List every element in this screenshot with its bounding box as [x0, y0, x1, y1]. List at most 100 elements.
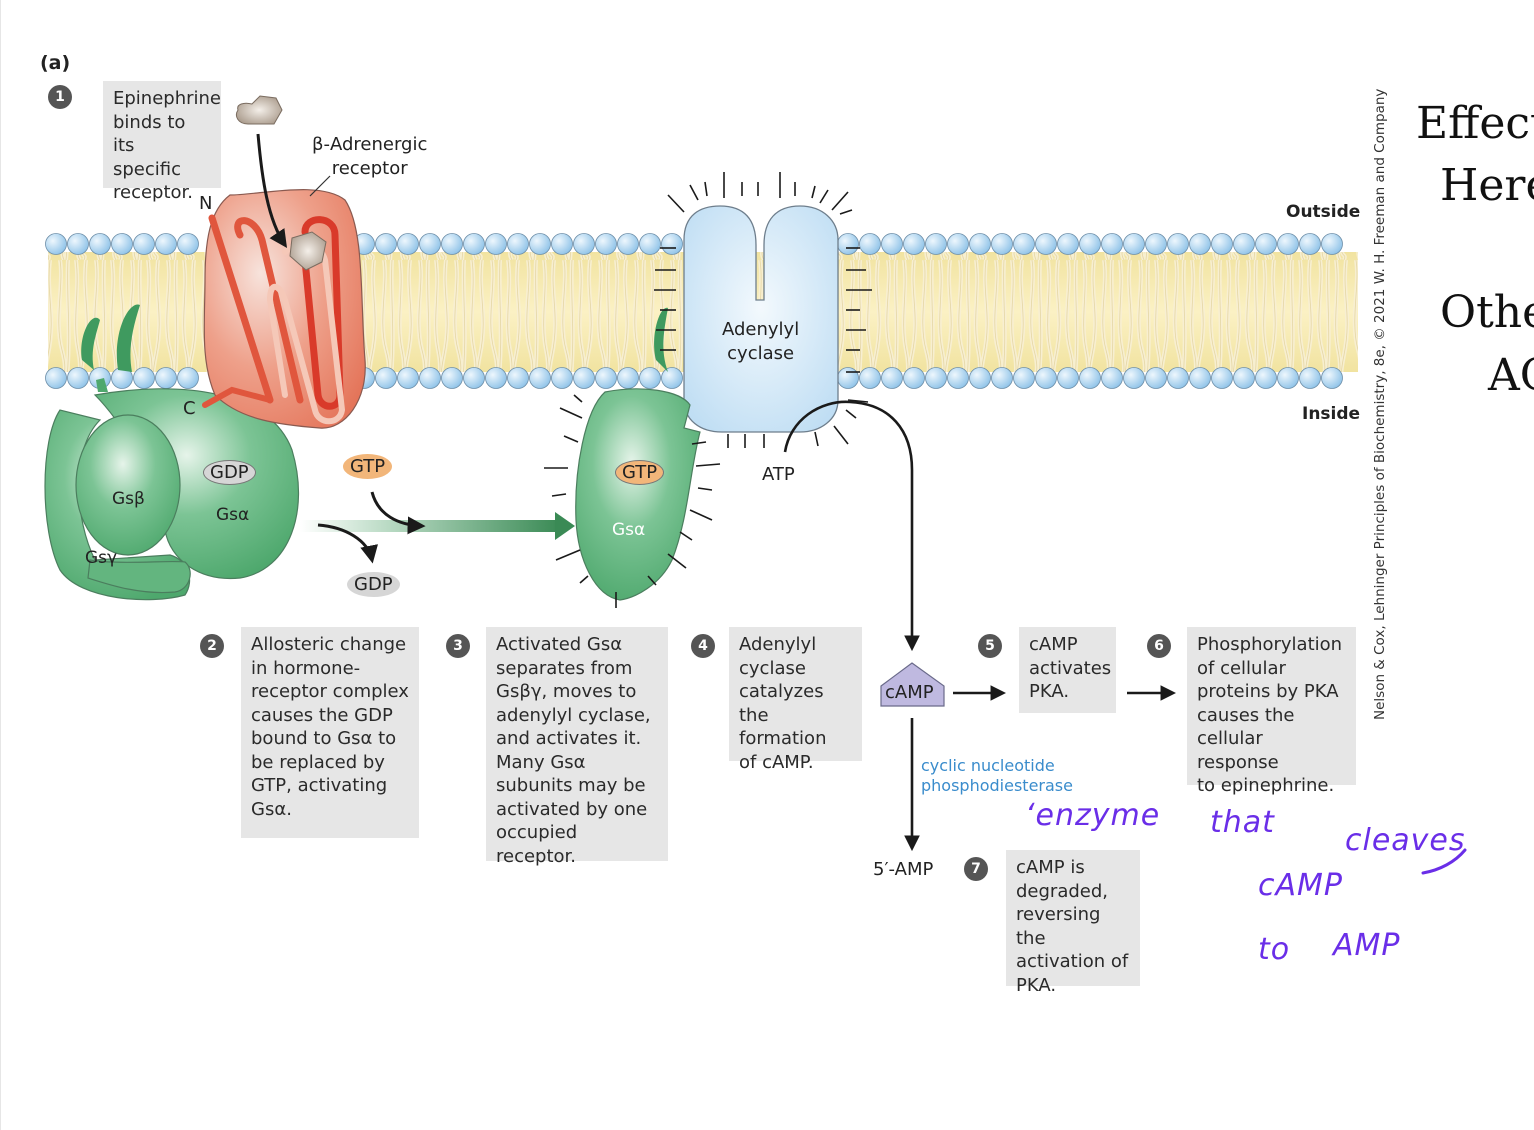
step-2-text: Allosteric change in hormone- receptor c…	[241, 627, 419, 838]
lipid-head	[463, 233, 485, 255]
step-4-marker: 4	[691, 634, 715, 658]
lipid-head	[1277, 367, 1299, 389]
g-alpha-activated	[575, 388, 701, 601]
lipid-head	[1123, 367, 1145, 389]
lipid-head	[419, 233, 441, 255]
lipid-head	[1057, 367, 1079, 389]
lipid-head	[89, 233, 111, 255]
lipid-head	[617, 233, 639, 255]
handwriting-to: to	[1258, 932, 1291, 967]
adenylyl-cyclase-label: Adenylyl cyclase	[722, 319, 800, 364]
handwriting-amp: AMP	[1333, 928, 1401, 963]
lipid-head	[595, 233, 617, 255]
gtp-in-arrow	[370, 491, 426, 535]
lipid-head	[573, 233, 595, 255]
lipid-head	[507, 367, 529, 389]
lipid-head	[177, 367, 199, 389]
step-4-text: Adenylyl cyclase catalyzes the formation…	[729, 627, 862, 773]
gdp-bound-badge: GDP	[203, 460, 256, 485]
g-beta-subunit	[75, 414, 181, 556]
activity-ray	[819, 189, 829, 204]
activity-ray	[555, 549, 581, 561]
lipid-head	[837, 233, 859, 255]
g-gamma-label: Gsγ	[85, 548, 118, 568]
activity-ray	[559, 407, 583, 419]
activity-ray	[695, 463, 721, 467]
lipid-head	[1233, 233, 1255, 255]
lipid-head	[969, 367, 991, 389]
lipid-head	[419, 367, 441, 389]
step-1-marker: 1	[48, 85, 72, 109]
lipid-head	[397, 367, 419, 389]
lipid-head	[1079, 233, 1101, 255]
slide-text-line-1: Effect	[1416, 98, 1534, 149]
panel-label: (a)	[40, 52, 71, 74]
handwriting-enzyme: ‘enzyme	[1025, 798, 1161, 833]
lipid-head	[925, 367, 947, 389]
handwriting-camp: cAMP	[1258, 868, 1343, 903]
activity-ray	[839, 209, 853, 215]
figure-credit: Nelson & Cox, Lehninger Principles of Bi…	[1372, 88, 1388, 720]
lipid-head	[881, 367, 903, 389]
epinephrine-bound	[289, 231, 327, 271]
slide-text-line-4: AC	[1488, 350, 1534, 401]
lipid-head	[903, 367, 925, 389]
lipid-head	[507, 233, 529, 255]
activity-ray	[833, 425, 849, 445]
lipid-head	[45, 367, 67, 389]
lipid-head	[925, 233, 947, 255]
phosphodiesterase-label: cyclic nucleotide phosphodiesterase	[921, 756, 1073, 795]
lipid-head	[441, 367, 463, 389]
lipid-head	[155, 367, 177, 389]
slide-text-line-2: Here	[1440, 160, 1534, 211]
gtp-bound-badge: GTP	[615, 460, 665, 485]
step-5-text: cAMP activates PKA.	[1019, 627, 1116, 713]
activity-ray	[579, 575, 589, 584]
activation-arrow-shaft	[300, 520, 560, 532]
g-alpha-label: Gsα	[216, 505, 250, 525]
lipid-head	[67, 233, 89, 255]
adenylyl-cyclase	[683, 205, 839, 433]
activity-ray	[573, 394, 583, 403]
lipid-head	[661, 367, 683, 389]
activity-ray	[551, 493, 567, 497]
activity-ray	[704, 181, 708, 197]
lipid-head	[1035, 367, 1057, 389]
lipid-head	[155, 233, 177, 255]
step-6-marker: 6	[1147, 634, 1171, 658]
lipid-head	[903, 233, 925, 255]
lipid-head	[617, 367, 639, 389]
n-terminus-label: N	[199, 193, 213, 214]
lipid-head	[881, 233, 903, 255]
activity-ray	[845, 409, 857, 419]
lipid-head	[595, 367, 617, 389]
step-1-text: Epinephrine binds to its specific recept…	[103, 81, 221, 203]
camp-label: cAMP	[885, 682, 934, 703]
step-6-text: Phosphorylation of cellular proteins by …	[1187, 627, 1356, 796]
lipid-head	[1189, 233, 1211, 255]
activity-ray	[811, 185, 816, 199]
activity-ray	[697, 487, 713, 491]
activation-arrow-head	[555, 512, 575, 540]
activity-ray	[814, 431, 819, 447]
inside-label: Inside	[1302, 404, 1361, 424]
lipid-head	[969, 233, 991, 255]
lipid-head	[1101, 367, 1123, 389]
lipid-head	[1167, 367, 1189, 389]
step-7-text: cAMP is degraded, reversing the activati…	[1006, 850, 1140, 996]
lipid-head	[991, 367, 1013, 389]
lipid-head	[639, 367, 661, 389]
lipid-head	[1321, 233, 1343, 255]
lipid-head	[859, 367, 881, 389]
binding-arrow	[256, 133, 288, 248]
lipid-head	[375, 367, 397, 389]
activity-ray	[689, 509, 713, 521]
lipid-head	[1211, 367, 1233, 389]
page-edge	[0, 0, 1, 1130]
g-protein-anchor	[81, 317, 100, 370]
lipid-head	[859, 233, 881, 255]
lipid-head	[837, 367, 859, 389]
receptor-label: β-Adrenergic receptor	[312, 134, 428, 179]
g-beta-label: Gsβ	[112, 489, 145, 509]
